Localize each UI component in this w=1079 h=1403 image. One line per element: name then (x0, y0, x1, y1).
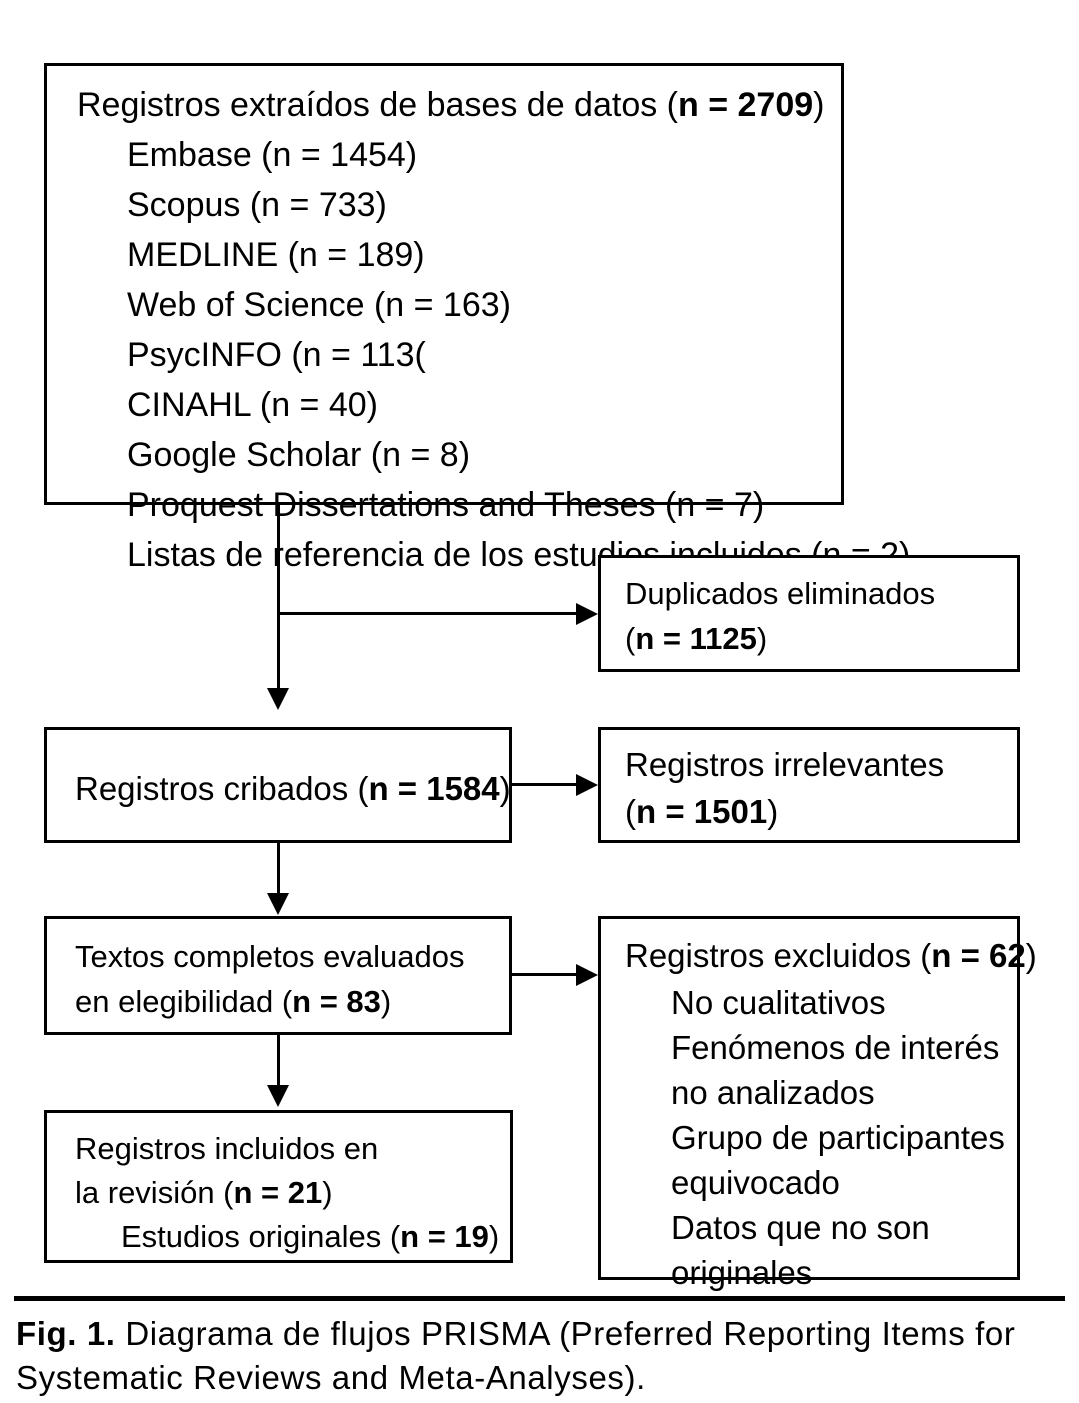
source-item-proquest: Proquest Dissertations and Theses (n = 7… (127, 486, 765, 524)
source-item-google-scholar: Google Scholar (n = 8) (127, 436, 471, 474)
excluded-heading: Registros excluidos (n = 62) (625, 937, 1037, 974)
records-irrelevant-box: Registros irrelevantes (n = 1501) (598, 727, 1020, 843)
irrelevant-label: Registros irrelevantes (625, 746, 945, 783)
irrelevant-count: (n = 1501) (625, 795, 1007, 828)
fulltext-eligibility-box: Textos completos evaluados en elegibilid… (44, 916, 512, 1035)
exclusion-reason-grupo-participantes: Grupo de participantes (671, 1119, 1005, 1156)
exclusion-reason-originales: originales (671, 1254, 813, 1291)
irrelevant-count-value: n = 1501 (636, 793, 768, 830)
connector-identification-trunk (277, 505, 280, 690)
included-original-prefix: Estudios originales ( (121, 1219, 401, 1254)
duplicates-label: Duplicados eliminados (625, 576, 936, 611)
duplicates-count-suffix: ) (756, 621, 768, 656)
source-item-embase: Embase (n = 1454) (127, 136, 418, 174)
included-label-suffix: ) (322, 1175, 333, 1210)
connector-fulltext-to-excluded (512, 973, 576, 976)
arrow-fulltext-to-included (267, 1085, 289, 1107)
source-item-medline: MEDLINE (n = 189) (127, 236, 425, 274)
included-label-line2: la revisión (n = 21) (75, 1177, 504, 1208)
source-item-scopus: Scopus (n = 733) (127, 186, 387, 224)
connector-identification-to-duplicates (277, 612, 577, 615)
included-original-count-value: n = 19 (400, 1219, 489, 1254)
included-original-studies: Estudios originales (n = 19) (75, 1221, 504, 1252)
exclusion-reason-no-cualitativos: No cualitativos (671, 984, 886, 1021)
identification-heading-suffix: ) (813, 86, 825, 124)
source-item-cinahl: CINAHL (n = 40) (127, 386, 378, 424)
screened-count-value: n = 1584 (368, 770, 500, 807)
arrow-identification-to-screened (267, 688, 289, 710)
screened-label: Registros cribados (n = 1584) (75, 770, 511, 807)
screened-label-suffix: ) (499, 770, 511, 807)
duplicates-count-prefix: ( (625, 621, 636, 656)
source-item-psycinfo: PsycINFO (n = 113( (127, 336, 426, 374)
arrow-screened-to-fulltext (267, 893, 289, 915)
excluded-heading-suffix: ) (1025, 937, 1037, 974)
excluded-count-value: n = 62 (931, 937, 1026, 974)
connector-fulltext-to-included (277, 1035, 280, 1087)
caption-divider-rule (14, 1296, 1065, 1301)
included-label-line1: Registros incluidos en (75, 1131, 379, 1166)
identification-heading: Registros extraídos de bases de datos (n… (77, 88, 831, 122)
duplicates-count-value: n = 1125 (635, 621, 757, 656)
arrow-screened-to-irrelevant (576, 774, 598, 796)
excluded-heading-prefix: Registros excluidos ( (625, 937, 932, 974)
figure-number-label: Fig. 1. (16, 1315, 116, 1352)
fulltext-label-suffix: ) (380, 984, 392, 1019)
irrelevant-count-suffix: ) (767, 793, 779, 830)
figure-caption: Fig. 1. Diagrama de flujos PRISMA (Prefe… (16, 1312, 1066, 1400)
records-screened-box: Registros cribados (n = 1584) (44, 727, 512, 843)
duplicates-count: (n = 1125) (625, 623, 1007, 654)
figure-caption-text: Diagrama de flujos PRISMA (Preferred Rep… (16, 1315, 1016, 1396)
included-label-prefix: la revisión ( (75, 1175, 234, 1210)
identification-heading-count: n = 2709 (678, 86, 814, 124)
connector-screened-to-irrelevant (512, 783, 576, 786)
fulltext-label-line2: en elegibilidad (n = 83) (75, 986, 499, 1017)
included-original-suffix: ) (488, 1219, 500, 1254)
fulltext-label-prefix: en elegibilidad ( (75, 984, 293, 1019)
duplicates-removed-box: Duplicados eliminados (n = 1125) (598, 555, 1020, 672)
connector-screened-to-fulltext (277, 843, 280, 895)
identification-heading-prefix: Registros extraídos de bases de datos ( (77, 86, 678, 124)
records-excluded-box: Registros excluidos (n = 62) No cualitat… (598, 916, 1037, 1289)
exclusion-reason-equivocado: equivocado (671, 1164, 840, 1201)
records-included-box: Registros incluidos en la revisión (n = … (44, 1110, 513, 1263)
exclusion-reason-fenomenos-interes: Fenómenos de interés (671, 1029, 1000, 1066)
source-item-web-of-science: Web of Science (n = 163) (127, 286, 511, 324)
fulltext-label-line1: Textos completos evaluados (75, 939, 465, 974)
included-count-value: n = 21 (233, 1175, 323, 1210)
exclusion-reason-datos-no-originales: Datos que no son (671, 1209, 930, 1246)
arrow-fulltext-to-excluded (576, 964, 598, 986)
screened-label-prefix: Registros cribados ( (75, 770, 369, 807)
identification-records-box: Registros extraídos de bases de datos (n… (44, 63, 910, 572)
exclusion-reason-no-analizados: no analizados (671, 1074, 875, 1111)
irrelevant-count-prefix: ( (625, 793, 636, 830)
fulltext-count-value: n = 83 (292, 984, 381, 1019)
arrow-identification-to-duplicates (576, 603, 598, 625)
